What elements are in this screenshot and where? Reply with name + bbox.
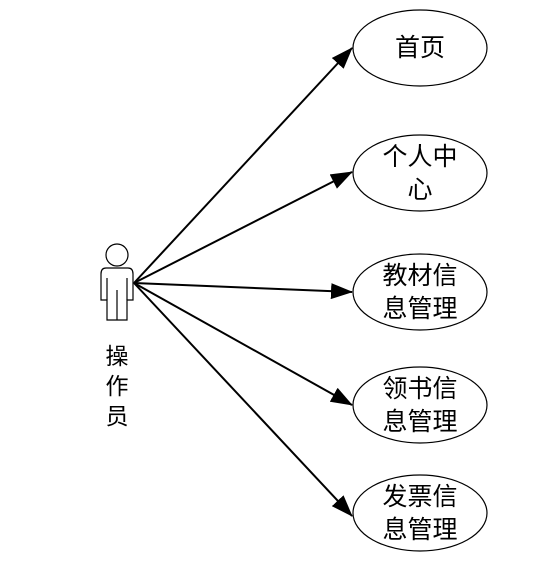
use-case-label-line: 发票信 <box>382 482 458 511</box>
use-case-label-book-collection-info: 领书信 息管理 <box>360 372 480 438</box>
use-case-label-line: 首页 <box>394 33 445 62</box>
actor-name: 操 作 员 <box>100 342 134 432</box>
use-case-label-line: 心 <box>407 175 433 204</box>
association-arrow-textbook-info <box>133 282 353 300</box>
association-arrow-personal-center <box>133 171 353 284</box>
use-case-label-personal-center: 个人中 心 <box>360 140 480 206</box>
actor-name-char: 作 <box>105 374 129 400</box>
actor-name-char: 员 <box>105 404 129 430</box>
use-case-label-invoice-info: 发票信 息管理 <box>360 480 480 546</box>
use-case-label-line: 教材信 <box>382 261 458 290</box>
use-case-label-line: 个人中 <box>382 142 458 171</box>
association-arrow-book-collection-info <box>133 282 353 406</box>
use-case-label-line: 息管理 <box>382 515 458 544</box>
use-case-ellipse-invoice-info <box>352 474 488 552</box>
use-case-label-home: 首页 <box>360 31 480 64</box>
use-case-ellipse-textbook-info <box>352 253 488 331</box>
use-case-label-line: 息管理 <box>382 407 458 436</box>
actor-name-char: 操 <box>105 344 129 370</box>
use-case-ellipse-book-collection-info <box>352 366 488 444</box>
use-case-ellipses <box>352 9 488 552</box>
associations <box>133 47 353 517</box>
use-case-label-line: 息管理 <box>382 294 458 323</box>
use-case-label-textbook-info: 教材信 息管理 <box>360 259 480 325</box>
association-arrow-home <box>133 47 353 284</box>
use-case-ellipse-home <box>352 9 488 87</box>
actor-head <box>105 243 129 267</box>
use-case-label-line: 领书信 <box>382 374 458 403</box>
actor-figure <box>100 243 134 321</box>
use-case-ellipse-personal-center <box>352 134 488 212</box>
association-arrow-invoice-info <box>133 282 353 517</box>
